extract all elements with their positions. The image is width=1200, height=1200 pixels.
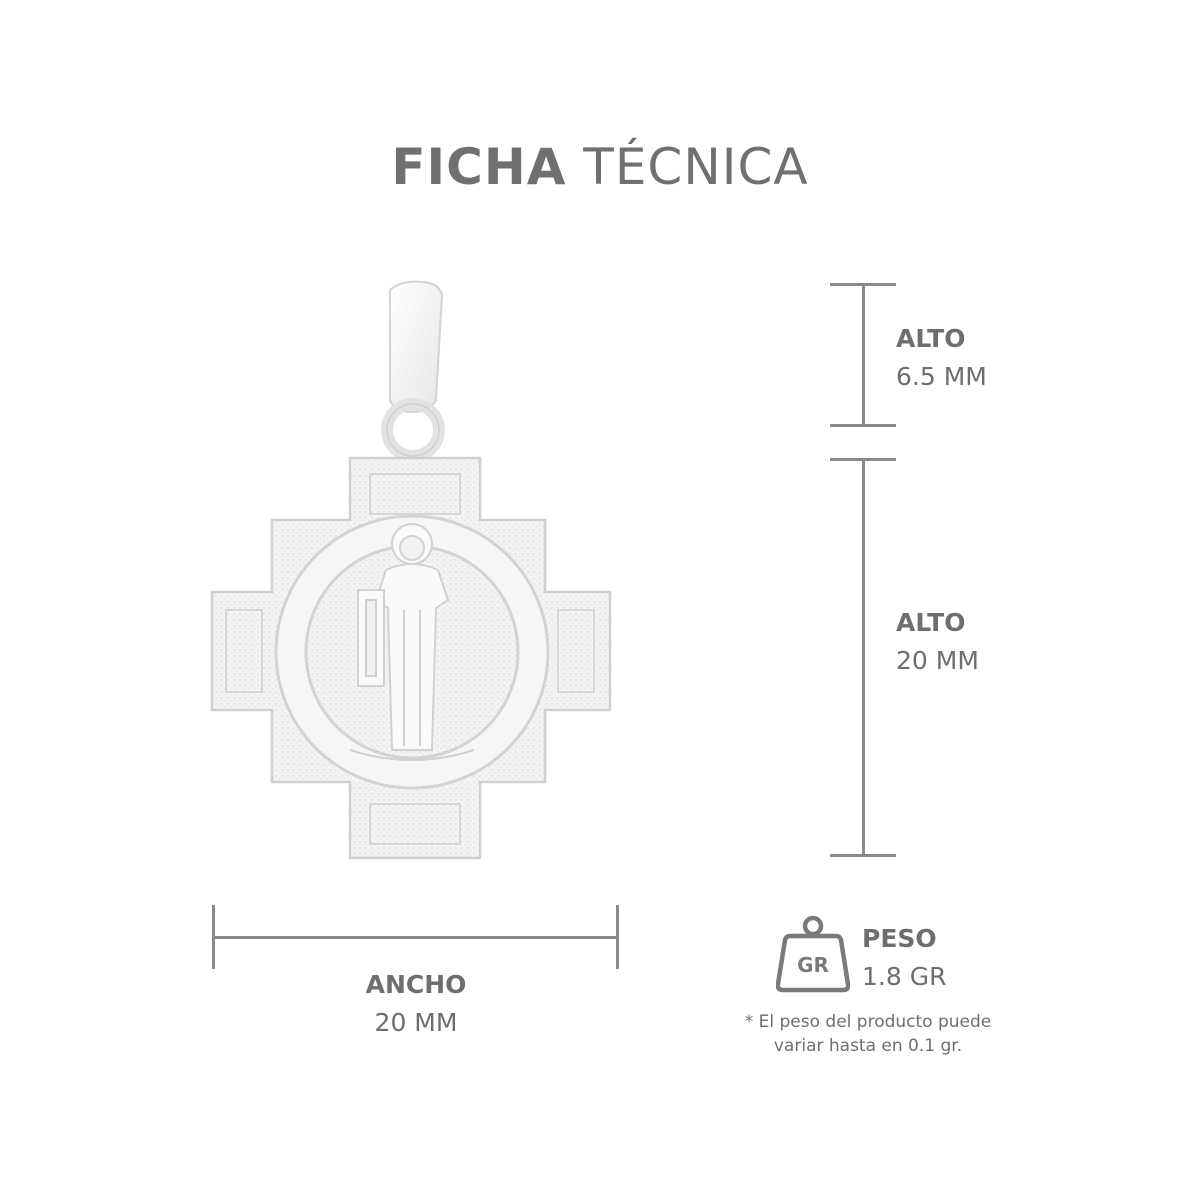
pendant-image	[210, 280, 612, 860]
width-line	[214, 936, 618, 939]
body-height-cap-top	[830, 458, 896, 461]
weight-key: PESO	[862, 924, 937, 953]
body-height-value: 20 MM	[896, 646, 979, 675]
bail	[389, 280, 444, 414]
weight-note-line2: variar hasta en 0.1 gr.	[773, 1036, 963, 1056]
weight-icon: GR	[776, 915, 850, 993]
bail-height-cap-bottom	[830, 424, 896, 427]
weight-value: 1.8 GR	[862, 962, 947, 991]
bail-height-cap-top	[830, 283, 896, 286]
weight-note: * El peso del producto puede variar hast…	[718, 1010, 1018, 1058]
bail-height-key: ALTO	[896, 324, 966, 353]
bail-height-label: ALTO 6.5 MM	[896, 320, 987, 396]
weight-label: PESO 1.8 GR	[862, 920, 946, 996]
title-light: TÉCNICA	[583, 138, 809, 196]
page-title: FICHA TÉCNICA	[0, 138, 1200, 196]
title-bold: FICHA	[391, 138, 567, 196]
width-key: ANCHO	[365, 970, 467, 999]
body-height-label: ALTO 20 MM	[896, 604, 979, 680]
width-cap-left	[212, 905, 215, 969]
weight-note-line1: * El peso del producto puede	[744, 1012, 992, 1032]
body-height-key: ALTO	[896, 608, 966, 637]
width-label: ANCHO 20 MM	[214, 966, 618, 1042]
bail-height-line	[862, 284, 865, 426]
bail-height-value: 6.5 MM	[896, 362, 987, 391]
weight-icon-text: GR	[797, 953, 829, 977]
width-cap-right	[616, 905, 619, 969]
saint-figure	[357, 523, 450, 751]
body-height-cap-bottom	[830, 854, 896, 857]
body-height-line	[862, 459, 865, 857]
width-value: 20 MM	[374, 1008, 458, 1037]
